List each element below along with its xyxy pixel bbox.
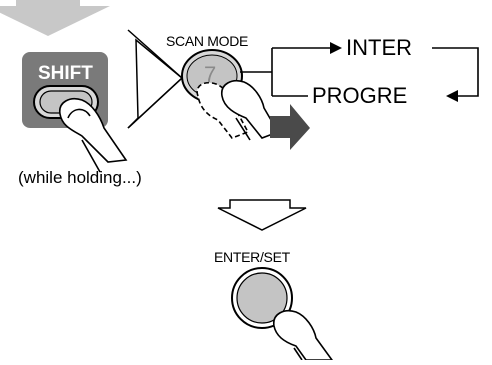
finger-icon: [273, 310, 334, 361]
scan-mode-label: SCAN MODE: [166, 33, 249, 49]
down-arrow-icon: [0, 0, 110, 36]
down-arrow-outline-icon: [217, 199, 307, 231]
finger-icon: [59, 98, 128, 173]
finger-icon: [196, 80, 280, 141]
enter-set-button-inner: [236, 272, 288, 324]
enter-set-label: ENTER/SET: [214, 249, 290, 265]
arrow-head-icon: [446, 90, 458, 102]
shift-label: SHIFT: [38, 63, 93, 84]
holding-note: (while holding...): [18, 168, 142, 187]
press-arrow-icon: [270, 104, 310, 150]
arrow-head-icon: [330, 42, 342, 54]
mode-cycle-lines: [240, 47, 479, 97]
enter-set-button-group[interactable]: [231, 267, 293, 329]
mode-option-progre: PROGRE: [312, 83, 408, 108]
scan-mode-key-number: 7: [204, 62, 217, 87]
mode-option-inter: INTER: [346, 35, 412, 60]
